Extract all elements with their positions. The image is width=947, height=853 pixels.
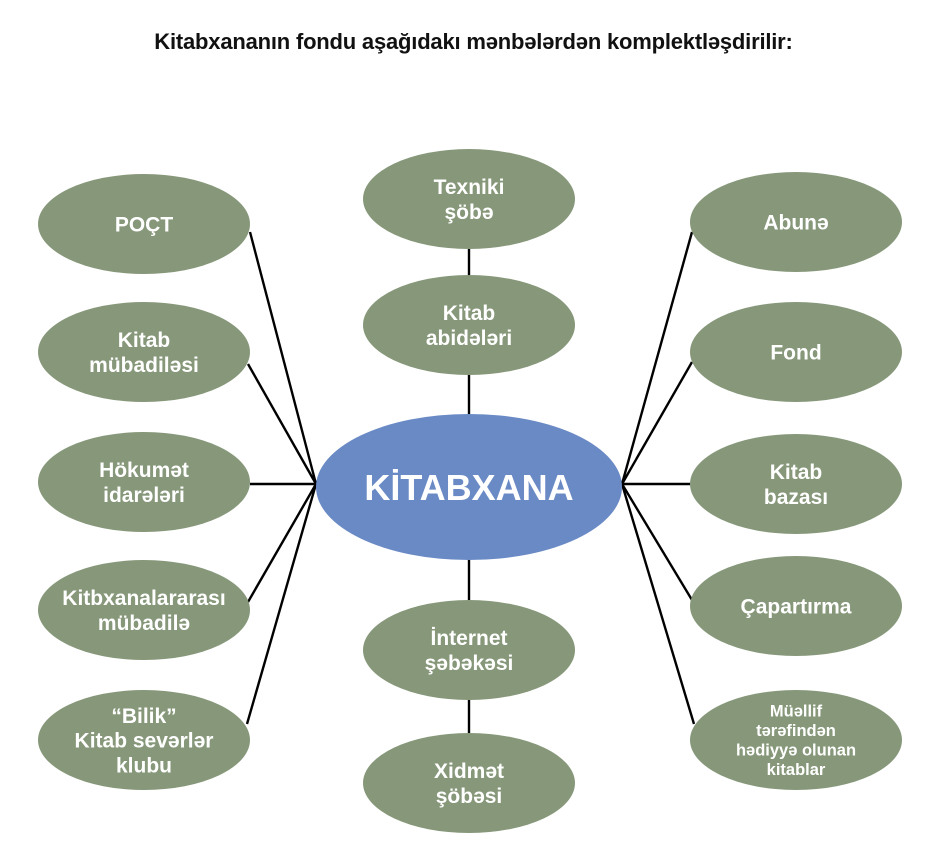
node-ellipse: [363, 275, 575, 375]
node-ellipse: [690, 302, 902, 402]
node-label-line: Texniki: [434, 176, 505, 199]
node-ellipse: [38, 690, 250, 790]
node-label-line: Müəllif: [770, 703, 823, 721]
node-ellipse: [690, 172, 902, 272]
node-label-line: şəbəkəsi: [425, 652, 514, 675]
node-ellipse: [690, 556, 902, 656]
center-ellipse: [316, 414, 622, 560]
node-label-line: hədiyyə olunan: [736, 742, 856, 760]
node-ellipse: [363, 733, 575, 833]
node-label-line: İnternet: [430, 627, 507, 650]
connector-abune: [620, 231, 694, 485]
connector-capartirma: [620, 483, 694, 601]
node-label-line: Xidmət: [434, 760, 504, 783]
node-label: POÇT: [115, 214, 174, 237]
node-label-line: şöbə: [444, 201, 493, 224]
connector-poct: [248, 231, 318, 485]
connector-fond: [620, 361, 694, 485]
node-capartirma: Çapartırma: [690, 556, 902, 656]
connector-bilik-klubu: [245, 483, 318, 725]
node-abune: Abunə: [690, 172, 902, 272]
node-ellipse: [690, 434, 902, 534]
connector-kitabxanalararasi-mubadile: [246, 483, 318, 603]
node-ellipse: [38, 174, 250, 274]
node-label: Çapartırma: [741, 596, 852, 619]
node-ellipse: [363, 600, 575, 700]
node-ellipse: [38, 302, 250, 402]
node-label-line: Fond: [770, 342, 821, 365]
node-label-line: Çapartırma: [741, 596, 852, 619]
node-label-line: mübadiləsi: [89, 354, 199, 377]
node-label-line: Hökumət: [99, 459, 189, 482]
node-label-line: POÇT: [115, 214, 174, 237]
connector-lines: [245, 231, 696, 733]
node-label-line: klubu: [116, 754, 172, 777]
node-label-line: abidələri: [426, 327, 512, 350]
node-label-line: mübadilə: [98, 612, 190, 635]
node-label-line: Kitab: [770, 461, 823, 484]
node-label-line: şöbəsi: [436, 785, 503, 808]
node-fond: Fond: [690, 302, 902, 402]
center-node-kitabxana: KİTABXANA: [316, 414, 622, 560]
diagram-title: Kitabxananın fondu aşağıdakı mənbələrdən…: [154, 29, 793, 54]
connector-muellif-hediyye: [620, 483, 696, 725]
node-label-line: Kitab: [443, 302, 496, 325]
node-label: Abunə: [763, 212, 828, 235]
node-label-line: Abunə: [763, 212, 828, 235]
node-ellipse: [363, 149, 575, 249]
node-label-line: kitablar: [767, 761, 826, 779]
center-label: KİTABXANA: [364, 467, 573, 508]
node-ellipse: [38, 560, 250, 660]
node-label-line: tərəfindən: [756, 722, 836, 740]
node-ellipse: [690, 690, 902, 790]
node-label-line: Kitbxanalararası: [62, 587, 225, 610]
node-label-line: idarələri: [103, 484, 185, 507]
node-label-line: “Bilik”: [111, 705, 176, 728]
node-label-line: Kitab: [118, 329, 171, 352]
node-ellipse: [38, 432, 250, 532]
connector-kitab-mubadilesi: [246, 363, 318, 485]
node-label-line: bazası: [764, 486, 828, 509]
node-label-line: Kitab sevərlər: [75, 730, 214, 753]
node-poct: POÇT: [38, 174, 250, 274]
node-label: Fond: [770, 342, 821, 365]
